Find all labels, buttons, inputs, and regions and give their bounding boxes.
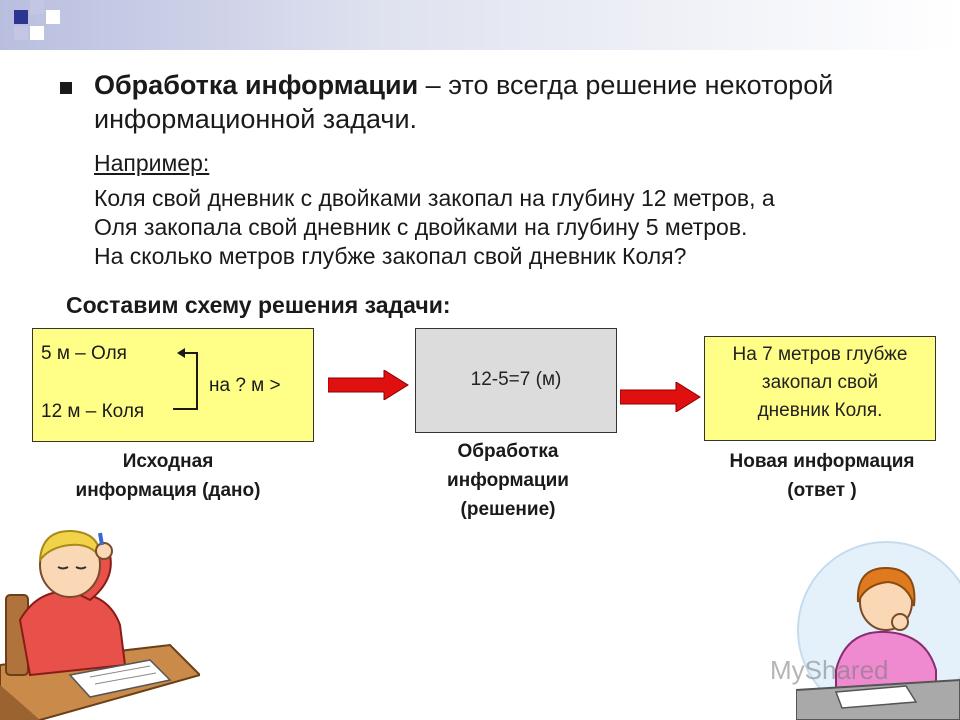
caption-line: Исходная	[122, 451, 214, 472]
watermark-text: MyShared	[770, 655, 889, 685]
problem-text: Коля свой дневник с двойками закопал на …	[94, 184, 914, 271]
process-text: 12-5=7 (м)	[470, 369, 562, 390]
heading: Обработка информации – это всегда решени…	[94, 68, 914, 136]
caption-line: информации	[447, 470, 569, 491]
answer-line: закопал свой	[761, 372, 879, 393]
answer-line: дневник Коля.	[757, 400, 883, 421]
answer-box: На 7 метров глубже закопал свой дневник …	[704, 336, 936, 441]
boy-thinking-icon	[0, 529, 200, 720]
caption-line: (решение)	[460, 499, 556, 520]
answer-line: На 7 метров глубже	[732, 344, 908, 365]
scheme-title: Составим схему решения задачи:	[66, 292, 451, 318]
problem-line: На сколько метров глубже закопал свой дн…	[94, 243, 687, 269]
caption-process: Обработка информации (решение)	[410, 437, 606, 524]
corner-squares-decoration	[0, 0, 70, 50]
caption-line: (ответ )	[787, 480, 857, 501]
arrow-right-icon	[328, 370, 409, 400]
problem-line: Оля закопала свой дневник с двойками на …	[94, 214, 748, 240]
problem-line: Коля свой дневник с двойками закопал на …	[94, 185, 775, 211]
girl-thinking-icon	[796, 541, 960, 720]
caption-line: Новая информация	[729, 451, 915, 472]
process-box: 12-5=7 (м)	[415, 328, 617, 433]
given-line-olya: 5 м – Оля	[41, 343, 127, 364]
given-line-kolya: 12 м – Коля	[41, 401, 145, 422]
caption-given: Исходная информация (дано)	[40, 447, 296, 505]
heading-bold: Обработка информации	[94, 70, 419, 100]
answer-text: На 7 метров глубже закопал свой дневник …	[705, 341, 935, 425]
given-question: на ? м >	[209, 375, 281, 396]
caption-line: Обработка	[457, 441, 559, 462]
arrow-right-icon	[620, 382, 701, 412]
example-label: Например:	[94, 150, 210, 176]
caption-line: информация (дано)	[75, 480, 261, 501]
heading-rest: – это всегда решение некоторой информаци…	[94, 70, 834, 134]
bullet-square	[60, 82, 72, 94]
bracket-connector	[173, 348, 198, 410]
top-decorative-band	[0, 0, 960, 50]
caption-answer: Новая информация (ответ )	[696, 447, 948, 505]
given-box: 5 м – Оля 12 м – Коля на ? м >	[32, 328, 314, 442]
